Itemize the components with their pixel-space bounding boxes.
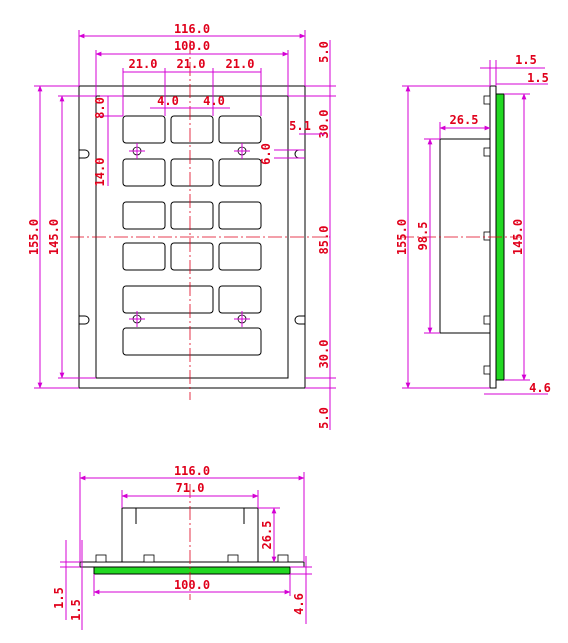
key: [170, 242, 214, 271]
side-screws: [483, 95, 491, 375]
key: [170, 158, 214, 187]
dim-side-body-height: 98.5: [416, 222, 430, 251]
bottom-plate-outline: [79, 561, 305, 568]
key: [122, 158, 166, 187]
front-view: 116.0 100.0 21.0 21.0 21.0 4.0 4.0 155.0…: [27, 22, 336, 430]
screw-icon: [483, 315, 491, 325]
side-body-outline: [439, 138, 491, 334]
dim-bottom-edge: 5.0: [317, 407, 331, 429]
key: [218, 285, 262, 314]
key-grid: [122, 115, 262, 356]
dim-center-height: 85.0: [317, 226, 331, 255]
dim-bottom-plate-a: 1.5: [52, 587, 66, 609]
dim-side-depth: 26.5: [450, 113, 479, 127]
dim-key-pitch-1: 21.0: [129, 57, 158, 71]
screw-icon: [227, 554, 239, 563]
screw-icon: [483, 95, 491, 105]
dim-key-pitch-2: 21.0: [177, 57, 206, 71]
bottom-pcb: [93, 566, 291, 575]
dim-bottom-overall-width: 116.0: [174, 464, 210, 478]
screw-icon: [483, 147, 491, 157]
screw-icon: [95, 554, 107, 563]
right-slot-top: [294, 149, 305, 159]
key: [218, 158, 262, 187]
key: [122, 242, 166, 271]
bottom-view: 116.0 71.0 26.5 100.0 1.5 1.5 4.6: [52, 464, 312, 630]
dim-inner-width: 100.0: [174, 39, 210, 53]
screw-icon: [277, 554, 289, 563]
dim-key-gap-2: 4.0: [203, 94, 225, 108]
dim-bottom-offset: 30.0: [317, 340, 331, 369]
dim-side-pcb-height: 145.0: [511, 219, 525, 255]
dim-bottom-plate-b: 1.5: [69, 599, 83, 621]
screw-icon: [483, 231, 491, 241]
key: [122, 115, 166, 144]
key: [122, 201, 166, 230]
dim-side-pcb-thickness: 4.6: [529, 381, 551, 395]
dim-key-pitch-3: 21.0: [226, 57, 255, 71]
key: [170, 201, 214, 230]
bottom-screws: [95, 554, 289, 563]
key: [218, 201, 262, 230]
left-slot-bottom: [79, 315, 90, 325]
dim-inner-height: 145.0: [47, 219, 61, 255]
left-slot-top: [79, 149, 90, 159]
dim-overall-height: 155.0: [27, 219, 41, 255]
dim-key-height: 14.0: [93, 158, 107, 187]
key: [218, 115, 262, 144]
dim-slot-width: 5.1: [289, 119, 311, 133]
key: [218, 242, 262, 271]
key: [170, 115, 214, 144]
dim-top-offset: 30.0: [317, 110, 331, 139]
screw-icon: [143, 554, 155, 563]
dim-side-overall-height: 155.0: [395, 219, 409, 255]
key-extra-wide: [122, 327, 262, 356]
dim-slot-height: 6.0: [259, 143, 273, 165]
dim-key-gap-1: 4.0: [157, 94, 179, 108]
dim-bottom-pcb-thickness: 4.6: [292, 593, 306, 615]
dim-bottom-inner-width: 100.0: [174, 578, 210, 592]
dim-top-margin: 8.0: [93, 97, 107, 119]
dim-top-edge: 5.0: [317, 41, 331, 63]
side-view: 1.5 1.5 26.5 155.0 98.5 145.0 4.6: [395, 53, 551, 395]
screw-icon: [483, 365, 491, 375]
dim-overall-width: 116.0: [174, 22, 210, 36]
dim-bottom-depth: 26.5: [260, 521, 274, 550]
right-slot-bottom: [294, 315, 305, 325]
dim-bottom-body-width: 71.0: [176, 481, 205, 495]
front-screws: [129, 143, 250, 327]
dim-side-top-a: 1.5: [515, 53, 537, 67]
dim-side-top-b: 1.5: [527, 71, 549, 85]
screw-crosshairs: [129, 143, 250, 327]
key-wide: [122, 285, 214, 314]
